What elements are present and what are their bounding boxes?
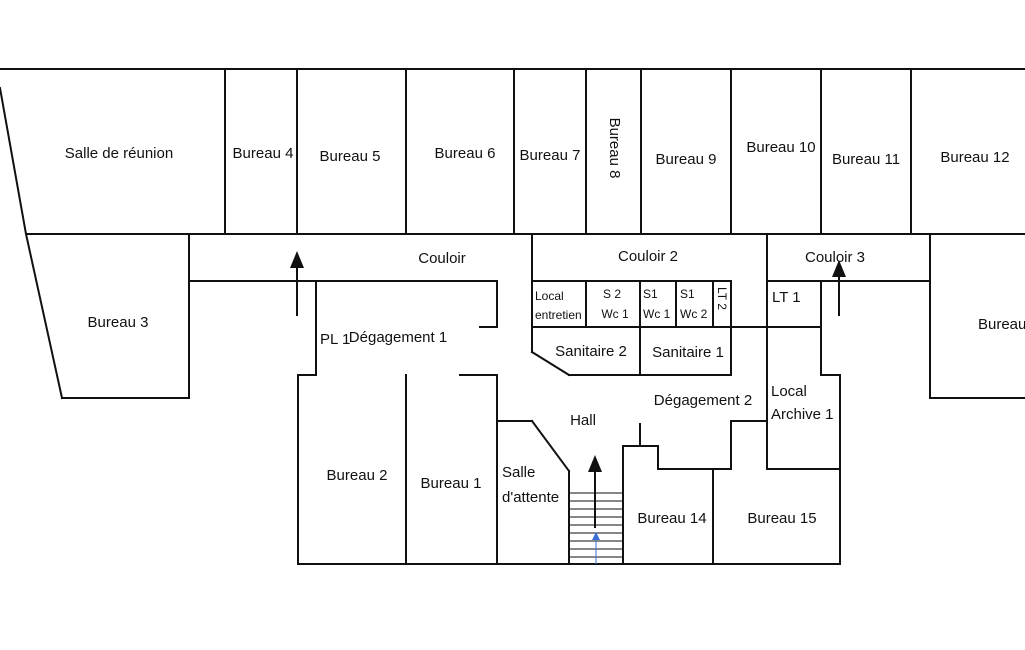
room-label-bureau-12: Bureau 12	[940, 149, 1009, 166]
room-label-salle-reunion: Salle de réunion	[65, 145, 173, 162]
room-label-hall: Hall	[570, 412, 596, 429]
room-label-local-archive-2: Archive 1	[771, 406, 834, 423]
room-label-s1-b-wc: Wc 2	[680, 307, 708, 321]
room-label-s2: S 2	[603, 287, 621, 301]
room-label-bureau-1: Bureau 1	[421, 475, 482, 492]
room-label-s1-a: S1	[643, 287, 658, 301]
room-label-bureau-9: Bureau 9	[656, 151, 717, 168]
up-arrow-hall	[588, 455, 602, 528]
room-label-bureau-6: Bureau 6	[435, 145, 496, 162]
room-label-bureau-2: Bureau 2	[327, 467, 388, 484]
room-labels: Salle de réunion Bureau 4 Bureau 5 Burea…	[65, 118, 1025, 527]
room-label-couloir-2: Couloir 2	[618, 248, 678, 265]
room-label-degagement-1: Dégagement 1	[349, 329, 447, 346]
room-label-bureau-7: Bureau 7	[520, 147, 581, 164]
up-arrow-couloir-3	[832, 260, 846, 316]
room-label-couloir-3: Couloir 3	[805, 249, 865, 266]
room-label-salle-attente-2: d'attente	[502, 489, 559, 506]
room-label-bureau-11: Bureau 11	[832, 151, 900, 168]
walls	[0, 68, 1025, 565]
room-label-sanitaire-1: Sanitaire 1	[652, 344, 724, 361]
room-label-bureau-8: Bureau 8	[606, 118, 623, 179]
room-label-local-entretien-2: entretien	[535, 308, 582, 322]
room-label-local-entretien-1: Local	[535, 289, 564, 303]
room-label-pl-1: PL 1	[320, 331, 350, 348]
room-label-couloir: Couloir	[418, 250, 466, 267]
up-arrow-couloir	[290, 251, 304, 316]
room-label-s1-a-wc: Wc 1	[643, 307, 671, 321]
room-label-lt-2: LT 2	[715, 287, 729, 310]
room-label-s2-wc: Wc 1	[601, 307, 629, 321]
room-label-local-archive-1: Local	[771, 383, 807, 400]
room-label-bureau-3: Bureau 3	[88, 314, 149, 331]
room-label-bureau-5: Bureau 5	[320, 148, 381, 165]
room-label-lt-1: LT 1	[772, 289, 801, 306]
room-label-salle-attente-1: Salle	[502, 464, 535, 481]
room-label-sanitaire-2: Sanitaire 2	[555, 343, 627, 360]
room-label-bureau-10: Bureau 10	[746, 139, 815, 156]
room-label-s1-b: S1	[680, 287, 695, 301]
room-label-bureau-4: Bureau 4	[233, 145, 294, 162]
room-label-bureau-14: Bureau 14	[637, 510, 706, 527]
room-label-bureau-15: Bureau 15	[747, 510, 816, 527]
room-label-degagement-2: Dégagement 2	[654, 392, 752, 409]
room-label-bureau-right: Bureau	[978, 316, 1025, 333]
